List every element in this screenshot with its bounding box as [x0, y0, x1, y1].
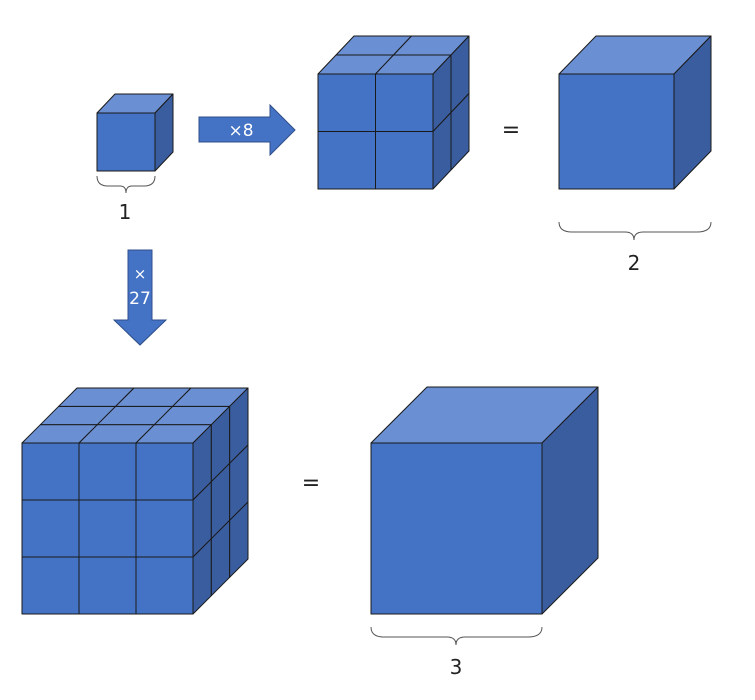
brace-unit [96, 175, 156, 194]
equals-bottom: = [302, 471, 320, 496]
front-face-cell [370, 442, 543, 615]
arrow-down-label-line2: 27 [129, 289, 151, 309]
front-face-cell [96, 112, 156, 172]
side-face-cell [673, 35, 712, 190]
arrow-down-label-line1: × [134, 265, 147, 283]
label-side-1: 1 [119, 200, 132, 224]
front-face-cell [375, 131, 434, 190]
front-face-cell [78, 499, 137, 558]
front-face-cell [317, 73, 376, 132]
front-face-cell [21, 442, 80, 501]
front-face-cell [135, 442, 194, 501]
label-side-2: 2 [628, 251, 641, 275]
front-face-cell [317, 131, 376, 190]
equals-top: = [502, 118, 520, 143]
arrow-down-shape [112, 249, 168, 346]
front-face-cell [375, 73, 434, 132]
front-face-cell [135, 556, 194, 615]
front-face-cell [78, 442, 137, 501]
unit-cube [96, 93, 174, 172]
side-face-cell [229, 501, 249, 578]
front-face-cell [558, 73, 675, 190]
big-cube-side-3 [370, 386, 599, 615]
front-face-cell [78, 556, 137, 615]
brace-side-3 [370, 626, 543, 646]
cube-2x2-assembly [317, 35, 470, 190]
arrow-right-label: ×8 [228, 121, 253, 141]
front-face-cell [21, 499, 80, 558]
side-face-cell [541, 386, 599, 615]
front-face-cell [135, 499, 194, 558]
side-face-cell [154, 93, 174, 172]
arrow-right-shape [198, 103, 296, 157]
label-side-3: 3 [450, 655, 463, 679]
cube-3x3-assembly [21, 387, 249, 615]
side-face-cell [450, 93, 470, 171]
brace-side-2 [558, 221, 712, 241]
big-cube-side-2 [558, 35, 712, 190]
front-face-cell [21, 556, 80, 615]
